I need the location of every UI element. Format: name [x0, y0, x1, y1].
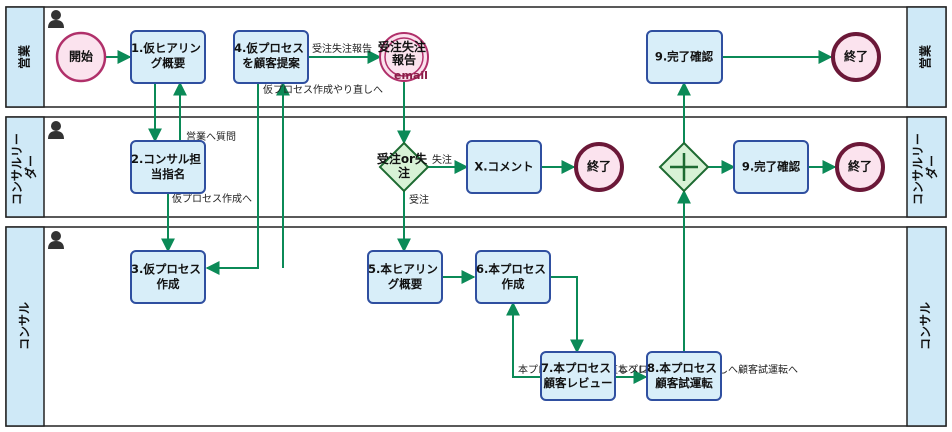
lane-header-left [5, 6, 45, 108]
task-label: X.コメント [474, 160, 533, 174]
lane-header-right [906, 226, 947, 427]
task-9-leader[interactable]: 9.完了確認 [733, 140, 809, 194]
person-icon [48, 231, 64, 249]
flow-label-report: 受注失注報告 [312, 42, 372, 55]
task-label: 4.仮プロセス を顧客提案 [234, 41, 308, 70]
lane-label-left: コンサルリー ダー [10, 129, 38, 205]
end-event-sales[interactable]: 終了 [831, 32, 881, 82]
task-label: 1.仮ヒアリン グ概要 [131, 41, 205, 70]
person-icon [48, 121, 64, 139]
task-3[interactable]: 3.仮プロセス 作成 [130, 250, 206, 304]
end-event-lost[interactable]: 終了 [574, 142, 624, 192]
lane-label-right: 営業 [918, 44, 933, 69]
task-label: 9.完了確認 [742, 160, 801, 174]
flows [106, 50, 837, 384]
flow-t4-to-t3 [205, 83, 259, 275]
person-icon [48, 10, 64, 28]
report-event[interactable]: 受注失注 報告 email [378, 32, 430, 82]
gateway-label: 受注or失 注 [377, 151, 431, 180]
task-label: 8.本プロセス 顧客試運転 [647, 361, 721, 390]
task-label: 9.完了確認 [655, 50, 714, 64]
lane-label-left: 営業 [17, 44, 32, 69]
task-label: 7.本プロセス 顧客レビュー [541, 361, 615, 390]
task-x[interactable]: X.コメント [466, 140, 542, 194]
lane-header-left [5, 116, 45, 218]
flow-label-redo: 仮プロセス作成やり直しへ [263, 83, 383, 96]
task-label: 5.本ヒアリン グ概要 [368, 262, 442, 291]
start-event[interactable]: 開始 [55, 31, 107, 83]
flow-label-ask-sales: 営業へ質問 [186, 130, 236, 143]
gateway-parallel[interactable] [658, 141, 710, 193]
lane-header-right [906, 6, 947, 108]
email-label: email [394, 69, 428, 82]
flow-label-to-create: 仮プロセス作成へ [172, 192, 252, 205]
flow-label-lost: 失注 [432, 153, 452, 166]
task-6[interactable]: 6.本プロセス 作成 [475, 250, 551, 304]
report-label: 受注失注 報告 [378, 39, 430, 67]
flow-t7-to-t6 [506, 301, 541, 378]
lane-header-left [5, 226, 45, 427]
start-label: 開始 [69, 49, 93, 64]
lane-label-right: コンサル [919, 302, 933, 350]
task-2[interactable]: 2.コンサル担 当指名 [130, 140, 206, 194]
flow-label-won: 受注 [409, 193, 429, 206]
lane-header-right [906, 116, 947, 218]
task-label: 2.コンサル担 当指名 [131, 152, 205, 181]
flow-t6-to-t7 [550, 276, 584, 354]
task-9-sales[interactable]: 9.完了確認 [646, 30, 723, 84]
plus-icon [670, 153, 698, 181]
task-5[interactable]: 5.本ヒアリン グ概要 [367, 250, 443, 304]
task-label: 3.仮プロセス 作成 [131, 262, 205, 291]
lane-label-right: コンサルリー ダー [911, 129, 939, 205]
end-label: 終了 [848, 159, 872, 174]
task-7[interactable]: 7.本プロセス 顧客レビュー [540, 351, 616, 401]
end-label: 終了 [844, 49, 868, 64]
end-label: 終了 [587, 159, 611, 174]
end-event-leader[interactable]: 終了 [835, 142, 885, 192]
gateway-decision[interactable]: 受注or失 注 [377, 141, 431, 193]
lane-label-left: コンサル [18, 302, 32, 350]
task-1[interactable]: 1.仮ヒアリン グ概要 [130, 30, 206, 84]
task-label: 6.本プロセス 作成 [476, 262, 550, 291]
task-8[interactable]: 8.本プロセス 顧客試運転 [646, 351, 722, 401]
task-4[interactable]: 4.仮プロセス を顧客提案 [233, 30, 309, 84]
